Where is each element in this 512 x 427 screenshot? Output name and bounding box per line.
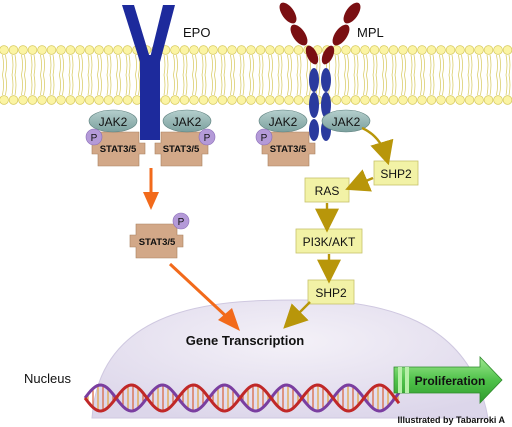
proliferation-arrow: Proliferation <box>393 356 503 404</box>
jak2-epo-right-label: JAK2 <box>173 115 202 129</box>
phosphate-stat-free: P <box>172 212 190 230</box>
stat-epo-right-label: STAT3/5 <box>163 144 200 155</box>
shp2-top-label: SHP2 <box>380 167 412 181</box>
shp2-bottom-label: SHP2 <box>315 286 347 300</box>
nucleus-body <box>91 299 489 419</box>
arrow-shp2-to-ras <box>345 169 374 192</box>
ras-label: RAS <box>315 184 340 198</box>
phosphate-epo-right: P <box>198 128 216 146</box>
cell-membrane <box>0 45 512 105</box>
jak2-epo-right: JAK2 <box>162 109 212 133</box>
stat-free-label: STAT3/5 <box>139 237 176 248</box>
phosphate-epo-left: P <box>85 128 103 146</box>
jak2-mpl-right: JAK2 <box>321 109 371 133</box>
arrow-stat-to-nucleus <box>168 262 240 331</box>
jak2-mpl-right-label: JAK2 <box>332 115 361 129</box>
stat-mpl-left-label: STAT3/5 <box>270 144 307 155</box>
shp2-bottom-box: SHP2 <box>307 279 355 305</box>
gene-transcription-label: Gene Transcription <box>186 333 305 348</box>
arrow-shp2-to-nucleus <box>283 301 311 329</box>
proliferation-label: Proliferation <box>415 374 486 388</box>
epo-label: EPO <box>183 25 210 40</box>
phosphate-mpl-left: P <box>255 128 273 146</box>
phosphate-epo-right-label: P <box>204 133 211 144</box>
stat-free: STAT3/5 <box>129 223 184 259</box>
jak2-mpl-left-label: JAK2 <box>269 115 298 129</box>
stat-epo-left-label: STAT3/5 <box>100 144 137 155</box>
phosphate-epo-left-label: P <box>91 133 98 144</box>
mpl-label: MPL <box>357 25 384 40</box>
epo-receptor <box>122 5 175 140</box>
jak2-epo-left-label: JAK2 <box>99 115 128 129</box>
jak2-mpl-left: JAK2 <box>258 109 308 133</box>
phosphate-mpl-left-label: P <box>261 133 268 144</box>
pi3k-box: PI3K/AKT <box>295 228 363 254</box>
pathway-arrows <box>283 126 394 329</box>
phosphate-stat-free-label: P <box>178 217 185 228</box>
pi3k-label: PI3K/AKT <box>303 235 356 249</box>
dna-helix <box>83 383 401 413</box>
shp2-top-box: SHP2 <box>373 160 419 186</box>
jak2-epo-left: JAK2 <box>88 109 138 133</box>
illustrator-credit: Illustrated by Tabarroki A <box>397 415 505 425</box>
arrow-epo-to-stat <box>143 168 159 210</box>
arrow-jak2-to-shp2 <box>361 126 394 166</box>
ras-box: RAS <box>304 177 350 203</box>
nucleus-label: Nucleus <box>24 371 71 386</box>
